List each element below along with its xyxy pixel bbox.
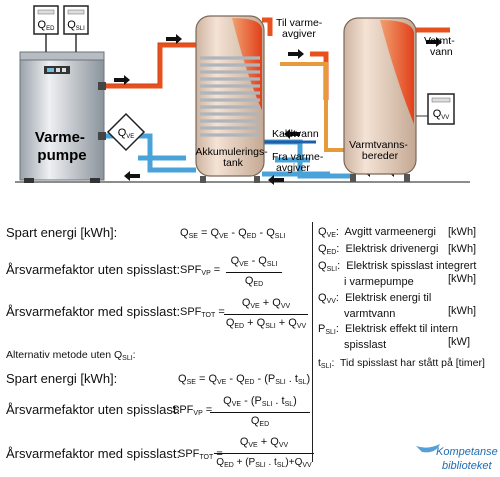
- alt-spf-tot-lhs: SPFTOT =: [178, 448, 223, 461]
- svg-text:Kompetanse: Kompetanse: [436, 446, 498, 458]
- heat-pump-label: Varme- pumpe: [35, 129, 89, 164]
- hot-water-tank: [343, 17, 417, 182]
- accumulation-tank: [195, 15, 265, 183]
- hot-water-label: Varmt- vann: [424, 35, 458, 58]
- meter-qvv-icon: QVV: [416, 93, 455, 125]
- meter-qsli-icon: QSLI: [63, 5, 89, 52]
- legend-item: tSLI: Tid spisslast har stått på [timer]: [318, 357, 485, 370]
- cold-water-label: Kaldtvann: [272, 128, 319, 140]
- alt-method-heading: Alternativ metode uten QSLI:: [6, 349, 136, 362]
- legend-item: QED: Elektrisk drivenergi [kWh]: [318, 243, 477, 256]
- spf-vp-fraction: QVE - QSLI QED: [226, 255, 282, 291]
- svg-text:QSLI: QSLI: [67, 19, 85, 32]
- accum-tank-label: Akkumulerings- tank: [195, 146, 270, 169]
- from-heat-label: Fra varme- avgiver: [272, 151, 326, 174]
- alt-spf-tot-fraction: QVE + QVV QED + (PSLI . tSL)+QVV: [214, 436, 314, 472]
- legend-item: PSLI: Elektrisk effekt til intern spissl…: [318, 323, 470, 351]
- hw-tank-label: Varmtvanns- bereder: [349, 139, 411, 162]
- svg-text:QVV: QVV: [433, 108, 450, 121]
- svg-text:QED: QED: [38, 19, 56, 32]
- legend-item: QSLI: Elektrisk spisslast integrert i va…: [318, 260, 477, 288]
- transfer-pipe: [280, 62, 352, 152]
- alt-spf-vp-label: Årsvarmefaktor uten spisslast:: [6, 402, 181, 417]
- spf-tot-fraction: QVE + QVV QED + QSLI + QVV: [224, 297, 308, 330]
- alt-saved-label: Spart energi [kWh]:: [6, 371, 118, 386]
- svg-text:biblioteket: biblioteket: [442, 460, 492, 472]
- hot-pipe-outline: [104, 42, 196, 85]
- svg-text:QVE: QVE: [118, 127, 135, 140]
- meter-qed-icon: QED: [33, 5, 59, 52]
- alt-spf-vp-fraction: QVE - (PSLI . tSL) QED: [210, 395, 310, 431]
- spf-vp-lhs: SPFVP =: [180, 264, 221, 277]
- spf-tot-lhs: SPFTOT =: [180, 306, 225, 319]
- heat-coil: [200, 56, 260, 137]
- to-heat-label: Til varme- avgiver: [276, 17, 325, 40]
- legend-item: QVV: Elektrisk energi til varmtvann [kWh…: [318, 292, 477, 320]
- alt-spf-tot-label: Årsvarmefaktor med spisslast:: [6, 446, 181, 461]
- saved-energy-formula: QSE = QVE - QED - QSLI: [180, 227, 286, 240]
- legend-divider: [312, 222, 313, 462]
- saved-energy-label: Spart energi [kWh]:: [6, 225, 118, 240]
- alt-spf-vp-lhs: SPFVP =: [172, 404, 213, 417]
- heat-pump-unit: [19, 51, 106, 183]
- alt-saved-formula: QSE = QVE - QED - (PSLI . tSL): [178, 373, 311, 386]
- spf-vp-label: Årsvarmefaktor uten spisslast:: [6, 262, 181, 277]
- meter-qve-icon: QVE: [106, 112, 146, 152]
- system-diagram: Varme- pumpe QED QSLI QVE: [15, 5, 470, 185]
- spf-tot-label: Årsvarmefaktor med spisslast:: [6, 304, 181, 319]
- kompetansebiblioteket-logo: Kompetanse biblioteket: [416, 444, 498, 472]
- legend-item: QVE: Avgitt varmeenergi [kWh]: [318, 226, 477, 239]
